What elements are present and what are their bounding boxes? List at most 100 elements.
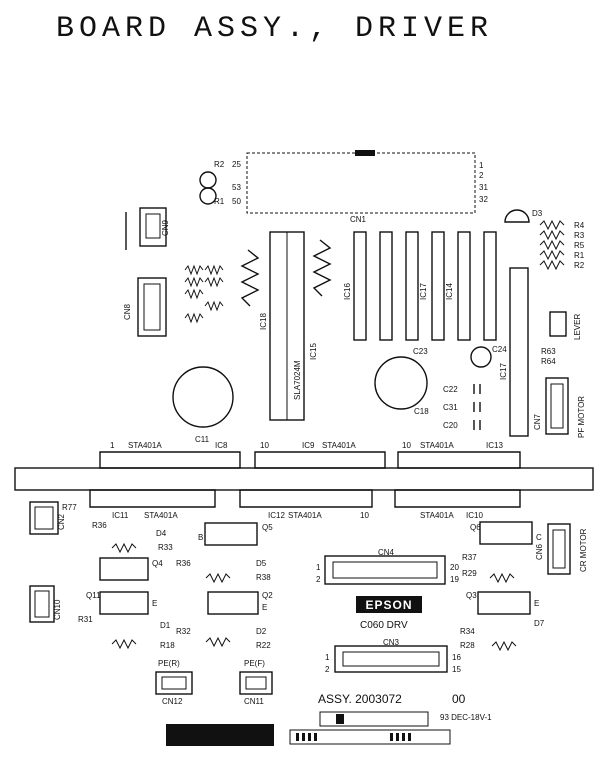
pin-label: C: [536, 533, 542, 542]
diode-label: D7: [534, 619, 545, 628]
ic-dip: [353, 231, 367, 341]
pin-label: 1: [110, 441, 115, 450]
ic-label: IC17: [499, 363, 508, 380]
pin-label: 10: [402, 441, 411, 450]
pin-label: B: [198, 533, 203, 542]
resistor-label: R34: [460, 627, 475, 636]
transistor-label: Q5: [262, 523, 273, 532]
ic-label: STA401A: [144, 511, 178, 520]
connector-cn12: [155, 671, 193, 695]
capacitor-c11: [172, 366, 234, 428]
resistor-label: R36: [92, 521, 107, 530]
pin-label: 25: [232, 160, 241, 169]
connector-label: CN11: [244, 697, 264, 706]
pin-label: E: [262, 603, 267, 612]
resistor-label: R1: [214, 197, 225, 206]
resistor-label: R31: [78, 615, 93, 624]
connector-label: CN1: [350, 215, 367, 224]
ic-label: IC15: [309, 343, 318, 360]
label-strip: [319, 711, 429, 727]
ic-label: IC9: [302, 441, 315, 450]
pin-label: E: [152, 599, 157, 608]
resistor-label: R77: [62, 503, 77, 512]
resistor-group-lower: [111, 542, 517, 652]
resistor-label: R5: [574, 241, 585, 250]
capacitor-label: C11: [195, 435, 210, 444]
connector-cn9-inner: [145, 213, 161, 239]
ic-label: SLA7024M: [293, 360, 302, 400]
capacitor-c23: [374, 356, 428, 410]
capacitor-label: C18: [414, 407, 429, 416]
lever-label: LEVER: [573, 314, 582, 340]
ic-label: IC13: [486, 441, 503, 450]
connector-label: CN3: [383, 638, 400, 647]
ic-sta401a-ic9: [254, 451, 386, 469]
pin-label: 15: [452, 665, 461, 674]
connector-cn11-inner: [245, 676, 267, 690]
ic-sta401a-ic11: [89, 489, 216, 508]
connector-label: CN10: [53, 599, 62, 620]
connector-cr-motor-inner: [552, 529, 566, 569]
ic-label: STA401A: [420, 441, 454, 450]
connector-label: CN7: [533, 413, 542, 430]
pin-label: E: [534, 599, 539, 608]
resistor-label: R1: [574, 251, 585, 260]
connector-label: CN4: [378, 548, 395, 557]
ic-label: STA401A: [322, 441, 356, 450]
ic-sta401a-ic12: [239, 489, 373, 508]
pad-strip-pads: [296, 733, 411, 741]
transistor-q2: [207, 591, 259, 615]
ic-dip: [379, 231, 393, 341]
cr-motor-label: CR MOTOR: [579, 528, 588, 572]
pin-label: 2: [316, 575, 321, 584]
page-title: BOARD ASSY., DRIVER: [56, 12, 494, 46]
board-code: 93 DEC-18V-1: [440, 713, 492, 722]
black-label-bar: [166, 724, 274, 746]
transistor-label: Q4: [152, 559, 163, 568]
assy-number: ASSY. 2003072: [318, 692, 402, 706]
connector-label: CN6: [535, 543, 544, 560]
diode-label: D2: [256, 627, 267, 636]
resistor-label: R33: [158, 543, 173, 552]
capacitor-label: C23: [413, 347, 428, 356]
capacitor-small-group: [473, 384, 481, 430]
connector-cn9: [139, 207, 167, 247]
pin-label: 16: [452, 653, 461, 662]
pin-label: 53: [232, 183, 241, 192]
ic-label: IC17: [419, 283, 428, 300]
connector-cn2-inner: [34, 506, 54, 530]
transistor-q5: [204, 522, 258, 546]
transistor-q6: [479, 521, 533, 545]
connector-cn8: [137, 277, 167, 337]
ic-sta401a-ic8: [99, 451, 241, 469]
board-model: C060 DRV: [360, 620, 408, 631]
resistor-label: R3: [574, 231, 585, 240]
connector-cn3-inner: [342, 651, 440, 667]
transistor-q11: [99, 591, 149, 615]
connector-label: CN2: [57, 513, 66, 530]
resistor-label: R29: [462, 569, 477, 578]
resistor-label: R32: [176, 627, 191, 636]
pe-r-label: PE(R): [158, 659, 180, 668]
resistor-cluster-left: [184, 264, 224, 324]
ic-label: IC12: [268, 511, 285, 520]
ic-label: STA401A: [420, 511, 454, 520]
connector-pf-motor-inner: [550, 383, 564, 429]
ic-dip: [431, 231, 445, 341]
connector-label: CN9: [161, 219, 170, 236]
power-resistor: [312, 239, 332, 297]
connector-cn2: [29, 501, 59, 535]
ic-label: IC8: [215, 441, 228, 450]
ic-label: STA401A: [288, 511, 322, 520]
connector-pf-motor: [545, 377, 569, 435]
connector-cn1-outline: [246, 152, 476, 214]
heatsink-bar: [14, 467, 594, 491]
resistor-label: R38: [256, 573, 271, 582]
pin-label: 1: [325, 653, 330, 662]
ic-sta401a-ic13: [397, 451, 521, 469]
ic-label: IC18: [259, 313, 268, 330]
test-point-circle: [199, 171, 217, 189]
connector-cn4: [324, 555, 446, 585]
pin-label: 2: [325, 665, 330, 674]
